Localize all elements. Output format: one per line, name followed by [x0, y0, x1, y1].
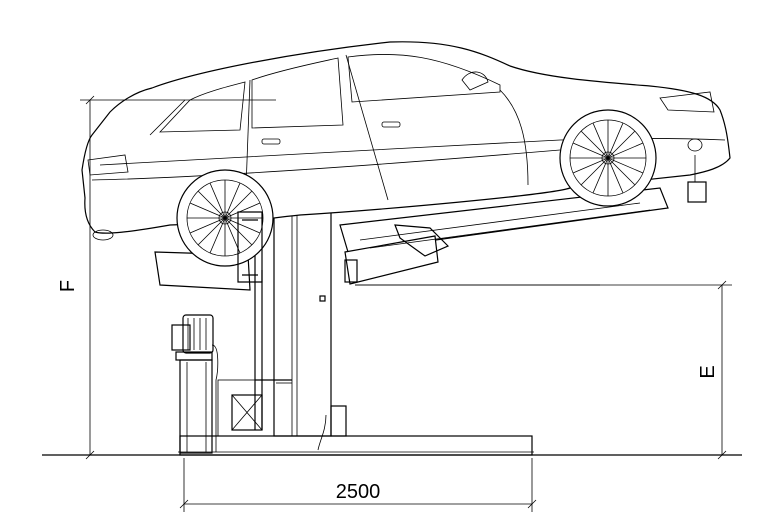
dimension-e-label: E	[697, 365, 719, 378]
dimension-width-label: 2500	[336, 481, 381, 503]
hydraulic-power-unit	[171, 314, 219, 454]
front-wheel-stop	[687, 181, 707, 203]
lift-arm-link	[237, 211, 263, 283]
dimension-f-label: F	[57, 280, 79, 292]
front-wheel	[559, 109, 657, 207]
rear-wheel	[176, 169, 274, 267]
tilted-car-platform	[339, 187, 669, 286]
dimension-width	[179, 458, 537, 512]
dimension-f	[80, 95, 276, 460]
dimension-e	[355, 280, 732, 460]
control-box	[217, 379, 275, 437]
